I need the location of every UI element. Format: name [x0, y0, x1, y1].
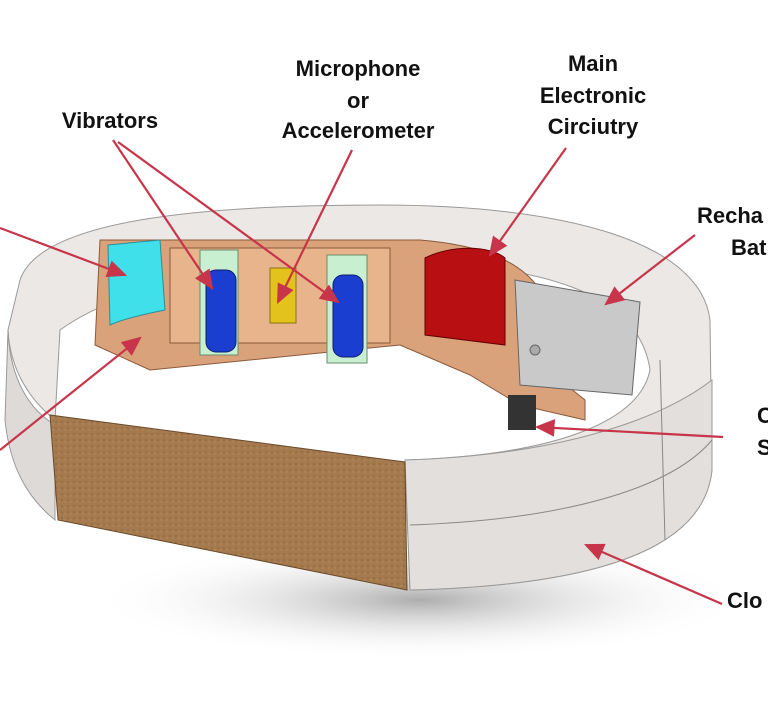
arrow-sensor: [534, 419, 724, 439]
label-main-1: Main: [568, 51, 618, 76]
arrow-microphone: [277, 149, 353, 304]
arrow-left-top: [0, 226, 128, 278]
battery-component: [514, 279, 641, 396]
label-vibrators: Vibrators: [62, 108, 158, 133]
label-c-1: C: [757, 403, 768, 428]
arrow-vibrator-2: [117, 141, 340, 304]
label-microphone-1: Microphone: [296, 56, 421, 81]
arrow-main-circuit: [488, 147, 567, 257]
arrow-vibrator-1: [112, 139, 214, 290]
vibrator-left: [199, 249, 239, 356]
label-microphone-3: Accelerometer: [282, 118, 435, 143]
vibrator-right: [326, 254, 368, 364]
arrow-left-bottom: [0, 336, 142, 451]
label-c-2: S: [757, 435, 768, 460]
label-main-3: Circiutry: [548, 114, 639, 139]
microphone-component: [269, 267, 297, 324]
label-microphone-2: or: [347, 88, 369, 113]
label-recharge-2: Bat: [731, 235, 767, 260]
label-main-2: Electronic: [540, 83, 646, 108]
arrow-battery: [604, 234, 696, 306]
sensor-component: [508, 395, 536, 430]
main-circuit-component: [424, 247, 506, 346]
band-pad: [49, 414, 408, 591]
label-recharge-1: Recha: [697, 203, 764, 228]
cyan-component: [107, 239, 166, 326]
label-closure: Clo: [727, 588, 762, 613]
arrow-closure: [583, 543, 723, 606]
